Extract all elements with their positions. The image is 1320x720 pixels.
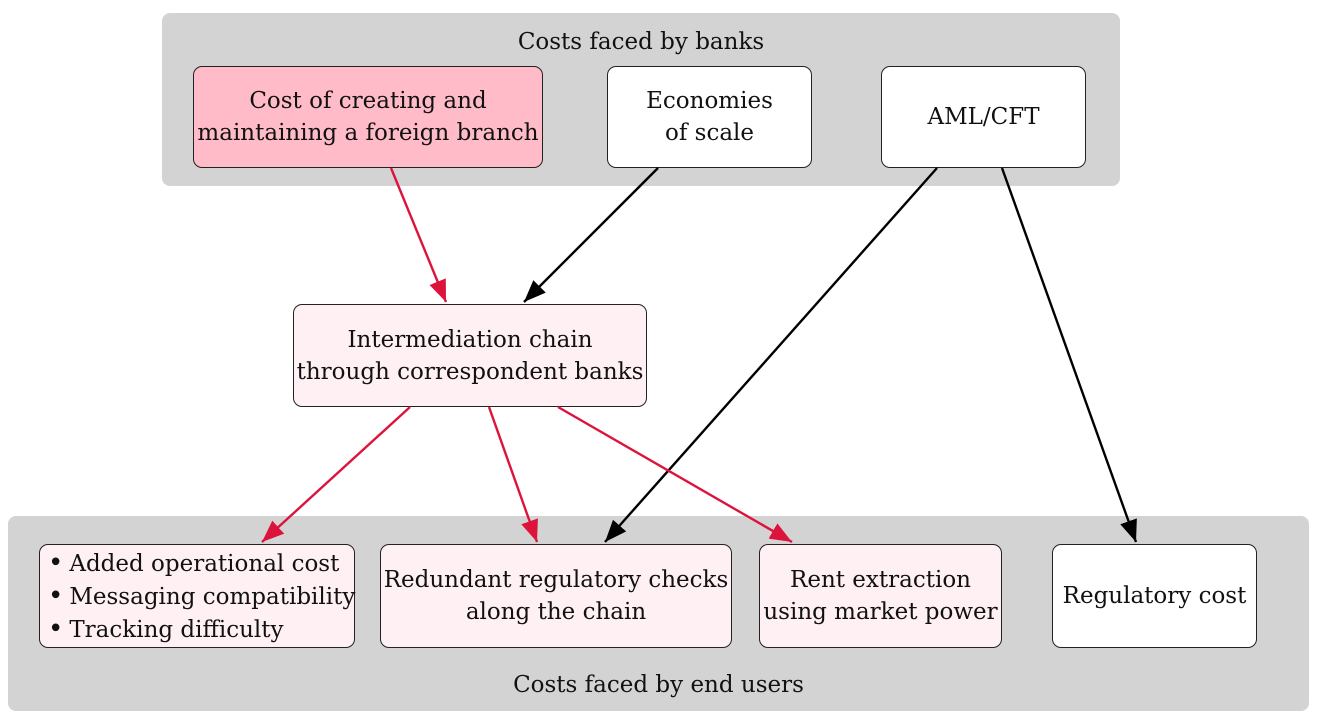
list-item-tracking-difficulty: Tracking difficulty	[48, 613, 355, 646]
edge-intermediation-to-redundant-checks	[487, 406, 539, 543]
edge-aml-to-regulatory-cost	[1000, 167, 1138, 543]
intermediation-chain-label: Intermediation chain through corresponde…	[296, 326, 644, 385]
redundant-checks-node: Redundant regulatory checks along the ch…	[380, 544, 732, 648]
intermediation-chain-node: Intermediation chain through corresponde…	[293, 304, 647, 407]
economies-of-scale-node: Economies of scale	[607, 66, 812, 168]
foreign-branch-label: Cost of creating and maintaining a forei…	[197, 88, 539, 146]
foreign-branch-node: Cost of creating and maintaining a forei…	[193, 66, 543, 168]
aml-cft-node: AML/CFT	[881, 66, 1086, 168]
list-item-messaging-compatibility: Messaging compatibility	[48, 580, 355, 613]
banks-cost-group-title: Costs faced by banks	[517, 29, 765, 55]
aml-cft-label: AML/CFT	[927, 104, 1040, 130]
edge-aml-to-redundant-checks	[604, 167, 938, 543]
rent-extraction-label: Rent extraction using market power	[763, 567, 998, 625]
users-cost-group-title: Costs faced by end users	[513, 672, 804, 698]
edge-economies-to-intermediation	[523, 167, 659, 303]
operational-cost-node: Added operational cost Messaging compati…	[39, 544, 355, 648]
economies-of-scale-label: Economies of scale	[646, 88, 773, 146]
list-item-added-operational-cost: Added operational cost	[48, 547, 355, 580]
edge-foreign-branch-to-intermediation	[389, 167, 448, 303]
edge-intermediation-to-operational	[261, 406, 411, 543]
operational-cost-list: Added operational cost Messaging compati…	[48, 547, 355, 646]
redundant-checks-label: Redundant regulatory checks along the ch…	[383, 567, 729, 625]
regulatory-cost-label: Regulatory cost	[1062, 583, 1247, 609]
rent-extraction-node: Rent extraction using market power	[759, 544, 1002, 648]
regulatory-cost-node: Regulatory cost	[1052, 544, 1257, 648]
edge-intermediation-to-rent-extraction	[557, 405, 793, 544]
